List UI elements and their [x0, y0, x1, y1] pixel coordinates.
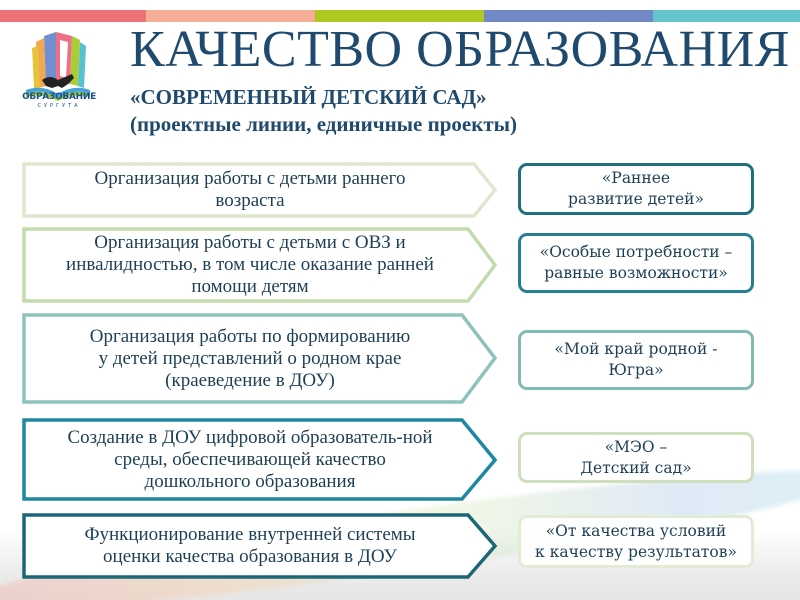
arrow-shape-icon	[22, 313, 498, 404]
direction-arrow-3: Организация работы по формированию у дет…	[22, 313, 498, 404]
top-bar-segment	[484, 10, 653, 22]
arrow-shape-icon	[22, 162, 498, 218]
project-box-1: «Раннее развитие детей»	[518, 163, 754, 215]
direction-text: Создание в ДОУ цифровой образователь-ной…	[67, 426, 433, 492]
direction-text: Организация работы с детьми раннего возр…	[94, 168, 406, 211]
top-bar-segment	[146, 10, 315, 22]
education-logo-icon	[26, 32, 90, 101]
arrow-shape-icon	[22, 513, 498, 579]
arrow-shape-icon	[22, 418, 498, 501]
top-bar-segment	[315, 10, 484, 22]
direction-arrow-5: Функционирование внутренней системы оцен…	[22, 513, 498, 579]
subtitle-line-1: «СОВРЕМЕННЫЙ ДЕТСКИЙ САД»	[130, 85, 487, 109]
page-title: КАЧЕСТВО ОБРАЗОВАНИЯ	[130, 21, 790, 78]
direction-arrow-4: Создание в ДОУ цифровой образователь-ной…	[22, 418, 498, 501]
project-box-3: «Мой край родной - Югра»	[518, 330, 754, 390]
project-box-5: «От качества условий к качеству результа…	[518, 515, 754, 568]
direction-text: Организация работы с детьми с ОВЗ и инва…	[66, 232, 434, 297]
page-subtitle: «СОВРЕМЕННЫЙ ДЕТСКИЙ САД» (проектные лин…	[130, 84, 517, 138]
project-box-2: «Особые потребности – равные возможности…	[518, 233, 754, 293]
subtitle-line-2: (проектные линии, единичные проекты)	[130, 112, 518, 136]
logo-subtext: СУРГУТА	[37, 103, 81, 109]
direction-text: Функционирование внутренней системы оцен…	[84, 524, 416, 567]
color-top-bar	[0, 10, 800, 22]
project-box-4: «МЭО – Детский сад»	[518, 432, 754, 483]
arrow-shape-icon	[22, 227, 498, 303]
direction-text: Организация работы по формированию у дет…	[89, 325, 411, 391]
top-bar-segment	[0, 10, 146, 22]
direction-arrow-2: Организация работы с детьми с ОВЗ и инва…	[22, 227, 498, 303]
logo-text: ОБРАЗОВАНИЕ	[22, 92, 96, 102]
top-bar-segment	[653, 10, 800, 22]
direction-arrow-1: Организация работы с детьми раннего возр…	[22, 162, 498, 218]
